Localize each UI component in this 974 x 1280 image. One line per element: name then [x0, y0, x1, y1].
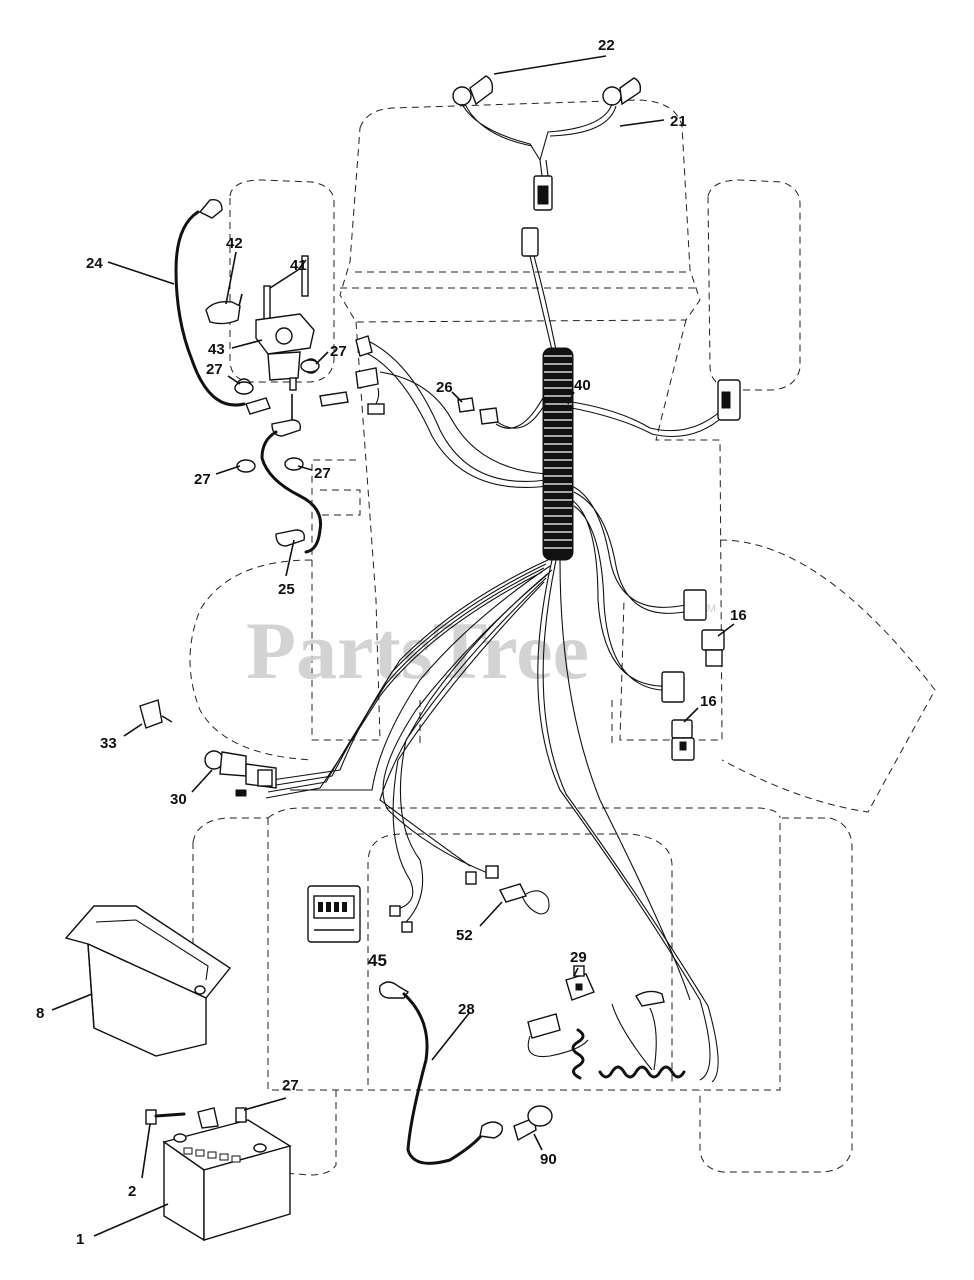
battery-tray [64, 905, 232, 1057]
starter-solenoid [205, 255, 319, 394]
callout-90: 90 [540, 1151, 557, 1168]
harness-terminals [389, 865, 499, 933]
callout-45: 45 [368, 951, 387, 970]
connector-26 [457, 397, 499, 425]
callout-27-nut-lower-left: 27 [194, 471, 211, 488]
battery-cable-28 [378, 981, 504, 1165]
callout-33: 33 [100, 735, 117, 752]
callout-27-nut-lower-right: 27 [314, 465, 331, 482]
tractor-outline [189, 99, 936, 1176]
ignition-switch [204, 750, 277, 797]
callout-41: 41 [290, 257, 307, 274]
fuse-holder [499, 883, 550, 915]
callout-40: 40 [574, 377, 591, 394]
callout-43: 43 [208, 341, 225, 358]
callout-2: 2 [128, 1183, 136, 1200]
switch-16-lower [671, 719, 695, 761]
callout-1: 1 [76, 1231, 84, 1248]
cable-24 [174, 199, 349, 415]
ignition-key [139, 699, 173, 729]
callout-24: 24 [86, 255, 103, 272]
callout-21: 21 [670, 113, 687, 130]
callout-25: 25 [278, 581, 295, 598]
terminal-boot [513, 1105, 553, 1142]
callout-27-battery-nut: 27 [282, 1077, 299, 1094]
callout-27-nut-upper-right: 27 [330, 343, 347, 360]
battery [162, 1119, 292, 1242]
callout-42: 42 [226, 235, 243, 252]
switch-16-upper [701, 629, 725, 667]
callout-22: 22 [598, 37, 615, 54]
callout-30: 30 [170, 791, 187, 808]
headlight-assembly [452, 75, 642, 211]
callout-16-upper: 16 [730, 607, 747, 624]
callout-52: 52 [456, 927, 473, 944]
battery-bolt [145, 1107, 247, 1129]
callout-8: 8 [36, 1005, 44, 1022]
cable-25 [234, 359, 323, 554]
callout-27-nut-upper-left: 27 [206, 361, 223, 378]
callout-26: 26 [436, 379, 453, 396]
callout-29: 29 [570, 949, 587, 966]
callout-28: 28 [458, 1001, 475, 1018]
callout-16-lower: 16 [700, 693, 717, 710]
leader-lines [51, 55, 735, 1237]
main-wiring-harness [265, 227, 741, 1083]
callout-labels: 22 21 24 42 41 43 27 27 27 27 26 40 25 1… [36, 37, 747, 1248]
switch-29 [565, 965, 595, 1001]
watermark-text: PartsTree [246, 605, 589, 696]
rear-coil-harness [527, 990, 686, 1080]
hour-meter [307, 885, 361, 943]
